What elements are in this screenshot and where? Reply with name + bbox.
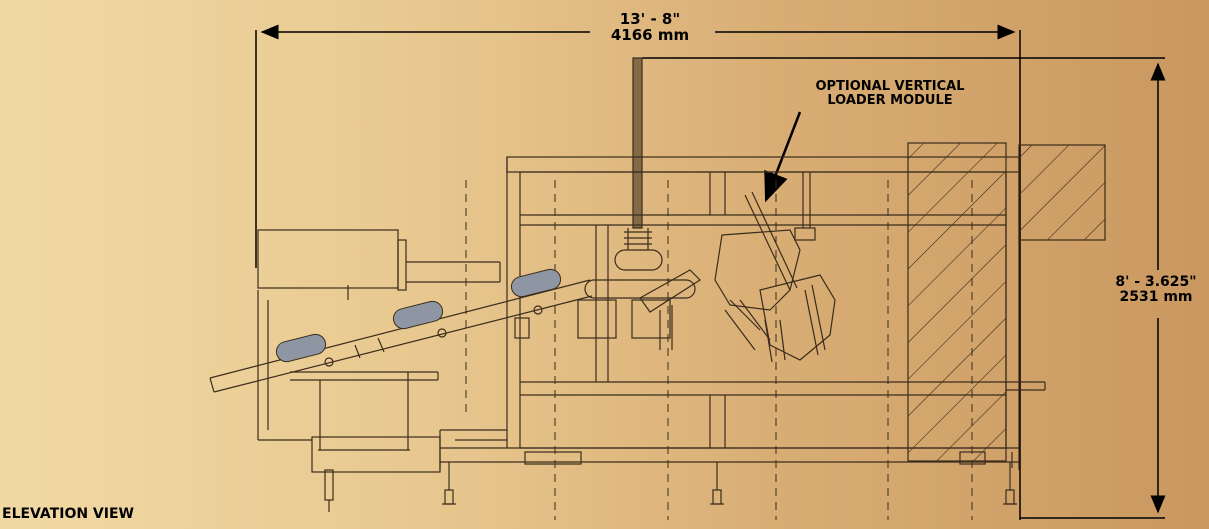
- infeed-conveyor: [209, 279, 593, 473]
- vacuum-pick-column: [614, 57, 663, 271]
- width-imperial: 13' - 8": [619, 10, 681, 28]
- transfer-mechanism: [577, 269, 701, 350]
- width-metric: 4166 mm: [610, 25, 690, 44]
- callout-line-1: OPTIONAL VERTICAL: [815, 79, 965, 94]
- callout-arrow: [764, 111, 802, 203]
- width-dimension-line: [255, 24, 1021, 520]
- overall-height-dimension: 8' - 3.625" 2531 mm: [1106, 275, 1206, 304]
- centerlines: [465, 180, 973, 520]
- height-imperial: 8' - 3.625": [1115, 274, 1197, 290]
- case-magazine: [257, 229, 501, 441]
- height-dimension-line: [642, 57, 1166, 519]
- loader-callout: OPTIONAL VERTICAL LOADER MODULE: [790, 80, 990, 107]
- view-title: ELEVATION VIEW: [2, 506, 134, 522]
- callout-line-2: LOADER MODULE: [827, 92, 953, 108]
- height-metric: 2531 mm: [1119, 288, 1193, 305]
- machine-legs: [324, 462, 1017, 512]
- vertical-loader-module: [714, 172, 836, 363]
- overall-width-dimension: 13' - 8" 4166 mm: [590, 10, 710, 44]
- product-items: [275, 268, 562, 363]
- discharge-section: [907, 142, 1106, 462]
